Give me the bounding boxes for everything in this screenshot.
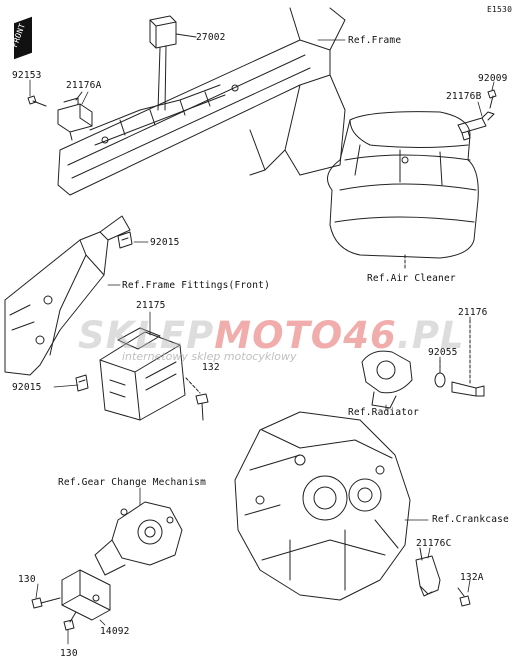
crankcase-illustration xyxy=(234,411,411,601)
label-21176a: 21176A xyxy=(66,80,102,91)
label-132: 132 xyxy=(202,362,220,373)
label-21176c: 21176C xyxy=(416,538,452,549)
label-92015-top: 92015 xyxy=(150,237,180,248)
watermark-brand-part2: MOTO46 xyxy=(214,314,397,357)
label-21176: 21176 xyxy=(458,307,488,318)
watermark-tagline: internetowy sklep motocyklowy xyxy=(122,350,297,363)
diagram-code: E1530 xyxy=(487,5,513,14)
part-132-bolt-illustration xyxy=(185,377,209,421)
label-ref-frame: Ref.Frame xyxy=(348,35,402,46)
watermark-brand-part1: SKLEP xyxy=(78,314,215,357)
part-21176b-illustration xyxy=(457,89,497,141)
label-ref-crankcase: Ref.Crankcase xyxy=(432,514,509,525)
label-ref-air-cleaner: Ref.Air Cleaner xyxy=(367,273,456,284)
leader-lines xyxy=(29,39,495,645)
label-ref-gear-change: Ref.Gear Change Mechanism xyxy=(58,477,206,488)
label-92015-bottom: 92015 xyxy=(12,382,42,393)
watermark-brand: SKLEPMOTO46.PL xyxy=(78,314,465,357)
label-ref-radiator: Ref.Radiator xyxy=(348,407,420,418)
part-21176a-illustration xyxy=(27,91,93,141)
label-130-b: 130 xyxy=(60,648,78,659)
part-27002-illustration xyxy=(149,15,197,111)
label-92009: 92009 xyxy=(478,73,508,84)
label-14092: 14092 xyxy=(100,626,130,637)
label-92153: 92153 xyxy=(12,70,42,81)
watermark-brand-part3: .PL xyxy=(396,314,465,357)
gear-change-mechanism-illustration xyxy=(94,501,183,576)
part-92015-top-illustration xyxy=(117,231,133,249)
part-21176c-illustration xyxy=(415,547,441,597)
part-21175-ecu-illustration xyxy=(99,327,186,421)
label-130-a: 130 xyxy=(18,574,36,585)
air-cleaner-illustration xyxy=(327,111,479,269)
frame-illustration xyxy=(57,7,346,196)
frame-fittings-illustration xyxy=(4,215,131,376)
part-21176-sensor-illustration xyxy=(451,381,485,397)
label-21176b: 21176B xyxy=(446,91,482,102)
part-14092-bracket-illustration xyxy=(61,569,111,621)
part-132a-bolt-illustration xyxy=(457,587,471,607)
part-92015-bottom-illustration xyxy=(75,374,89,392)
label-21175: 21175 xyxy=(136,300,166,311)
radiator-illustration xyxy=(361,350,413,409)
label-27002: 27002 xyxy=(196,32,226,43)
part-92055-oring-illustration xyxy=(434,372,446,388)
label-ref-frame-fittings: Ref.Frame Fittings(Front) xyxy=(122,280,270,291)
part-130-bolts-illustration xyxy=(31,597,77,631)
label-132a: 132A xyxy=(460,572,484,583)
label-92055: 92055 xyxy=(428,347,458,358)
